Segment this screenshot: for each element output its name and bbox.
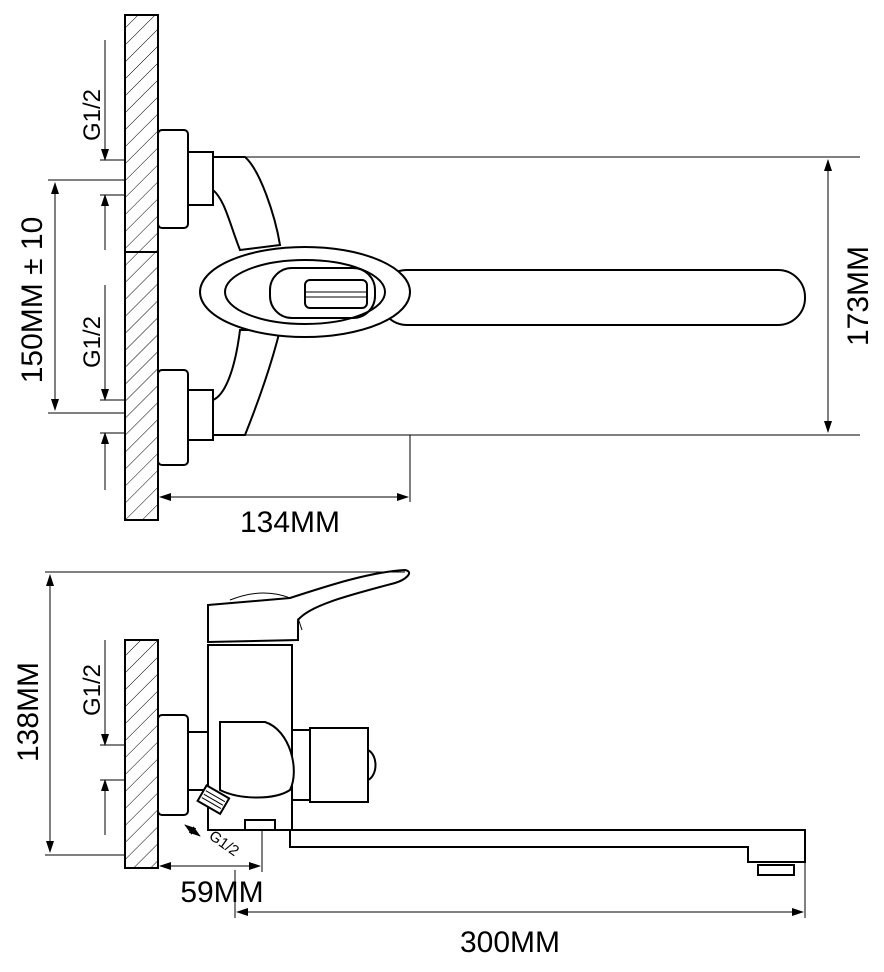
- eccentric-fitting-upper: [157, 129, 214, 229]
- side-view: 138MM G1/2 G1/2 59MM 300MM: [12, 568, 806, 959]
- eccentric-fitting-lower: [157, 369, 214, 466]
- diverter-knob: [309, 727, 369, 803]
- inlet-label-upper: G1/2: [79, 89, 106, 141]
- inlet-dim-side: G1/2: [79, 640, 125, 835]
- dimension-134: 134MM: [159, 435, 411, 539]
- dimension-173: 173MM: [245, 156, 875, 436]
- outlet-thread: [196, 783, 231, 816]
- inlet-dim-upper: G1/2: [79, 40, 125, 250]
- top-view: 173MM 150MM ± 10 G1/2 G1/2 134MM: [16, 14, 875, 539]
- spout-top: [379, 269, 806, 326]
- wall-offset-label: 59MM: [180, 876, 263, 909]
- dimension-138: 138MM: [12, 571, 405, 856]
- dimension-150: 150MM ± 10: [16, 179, 125, 414]
- aerator: [757, 864, 795, 876]
- spout-length-label: 300MM: [460, 926, 560, 959]
- dimension-59: 59MM: [159, 830, 264, 909]
- mixer-body-top: [199, 156, 806, 436]
- inlet-dim-lower: G1/2: [79, 285, 125, 490]
- spout-side: [262, 829, 806, 863]
- dimension-300: 300MM: [234, 862, 806, 959]
- outlet-label: G1/2: [206, 827, 242, 860]
- depth-label: 134MM: [240, 506, 340, 539]
- mixer-body-side: [196, 568, 806, 876]
- height-label-top: 173MM: [842, 246, 875, 346]
- handle-lever-side: [207, 568, 411, 644]
- center-distance-label: 150MM ± 10: [16, 217, 49, 384]
- inlet-label-side: G1/2: [79, 664, 106, 716]
- wall-section-side: [124, 639, 159, 869]
- height-label-side: 138MM: [12, 662, 45, 762]
- inlet-label-lower: G1/2: [79, 316, 106, 368]
- wall-section-top: [124, 14, 159, 521]
